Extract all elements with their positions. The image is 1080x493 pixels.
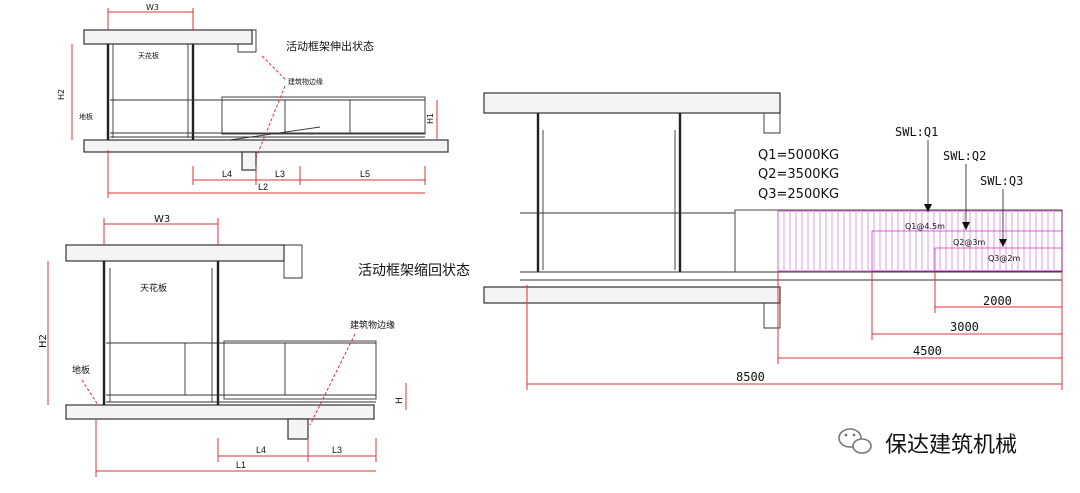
label-ceiling: 天花板 [138, 51, 159, 60]
dim-2000: 2000 [983, 294, 1012, 308]
ceiling-slab [83, 29, 253, 45]
dim-h2: H2 [38, 334, 49, 348]
dim-h2: H2 [57, 89, 66, 100]
dim-8500: 8500 [736, 370, 765, 384]
dim-l1: L1 [236, 460, 246, 470]
ceiling-slab [483, 92, 781, 114]
label-building-edge: 建筑物边缘 [288, 77, 323, 86]
floor-slab [65, 404, 375, 420]
retracted-platform [223, 340, 377, 400]
ceiling-slab [65, 244, 285, 262]
dim-h1: H1 [426, 113, 435, 124]
floor-slab [483, 286, 781, 304]
load-zone-q3 [934, 247, 1063, 272]
dim-l3: L3 [275, 169, 285, 179]
watermark: 保达建筑机械 [838, 428, 1017, 458]
dim-l4: L4 [256, 445, 266, 455]
dim-l4: L4 [222, 169, 232, 179]
title-retracted: 活动框架缩回状态 [358, 263, 470, 279]
wechat-icon [838, 428, 872, 454]
load-zone-hatching [783, 212, 1055, 270]
watermark-text: 保达建筑机械 [885, 433, 1017, 458]
dim-l5: L5 [360, 169, 370, 179]
swl-q3: SWL:Q3 [980, 174, 1023, 188]
swl-q2: SWL:Q2 [943, 149, 986, 163]
label-building-edge: 建筑物边缘 [350, 319, 395, 331]
load-zone-q2 [871, 230, 1063, 272]
swl-q1: SWL:Q1 [895, 125, 938, 139]
label-ceiling: 天花板 [140, 282, 167, 294]
capacity-q3: Q3=2500KG [758, 187, 839, 202]
capacity-q2: Q2=3500KG [758, 167, 839, 182]
diagram-retracted: W3 H2 H L4 L3 L1 活动框架缩回状态 天花板 地板 建筑物边缘 [38, 214, 470, 477]
dim-w3: W3 [146, 3, 159, 12]
floor-slab [83, 139, 449, 153]
label-floor: 地板 [72, 364, 90, 376]
diagram-extended: W3 H2 H1 L4 L3 L5 L2 活动框架伸出状态 天花板 地板 建筑物… [57, 3, 449, 198]
extended-platform [221, 96, 426, 135]
title-extended: 活动框架伸出状态 [286, 39, 374, 53]
dim-w3: W3 [154, 214, 170, 225]
load-point-q3: Q3@2m [988, 254, 1020, 263]
diagram-load-rating: Q1=5000KG Q2=3500KG Q3=2500KG SWL:Q1 SWL… [483, 92, 1063, 390]
dim-3000: 3000 [950, 320, 979, 334]
dim-h: H [395, 397, 405, 404]
load-point-q2: Q2@3m [953, 238, 985, 247]
capacity-q1: Q1=5000KG [758, 148, 839, 163]
load-point-q1: Q1@4.5m [905, 222, 945, 231]
dim-4500: 4500 [913, 344, 942, 358]
dim-l3: L3 [332, 445, 342, 455]
label-floor: 地板 [79, 112, 93, 121]
dim-l2: L2 [258, 182, 268, 192]
